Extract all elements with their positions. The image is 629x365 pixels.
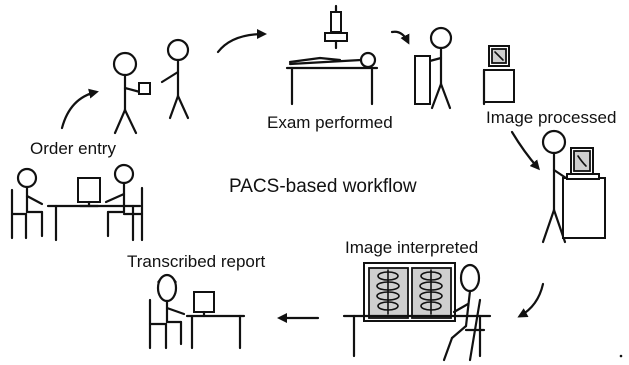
tech-scene bbox=[414, 26, 515, 110]
stage-label-image-processed: Image processed bbox=[486, 108, 617, 127]
stage-label-order-entry: Order entry bbox=[30, 139, 116, 158]
arrow-to-exam bbox=[216, 29, 267, 54]
order-handoff-scene bbox=[112, 38, 190, 135]
speck bbox=[619, 354, 623, 358]
arrow-to-interpreted bbox=[517, 282, 545, 318]
diagram-title: PACS-based workflow bbox=[229, 176, 417, 197]
order-entry-scene bbox=[10, 163, 144, 242]
exam-scene bbox=[285, 4, 379, 106]
transcription-scene bbox=[148, 273, 246, 350]
stage-label-transcribed-report: Transcribed report bbox=[127, 252, 266, 271]
arrow-to-processing bbox=[390, 30, 410, 45]
interpretation-scene bbox=[342, 262, 492, 362]
arrow-order-to-transport bbox=[60, 88, 99, 130]
processing-scene bbox=[541, 129, 606, 244]
arrow-to-processed bbox=[510, 130, 540, 171]
stage-label-exam-performed: Exam performed bbox=[267, 113, 393, 132]
stage-label-image-interpreted: Image interpreted bbox=[345, 238, 479, 257]
